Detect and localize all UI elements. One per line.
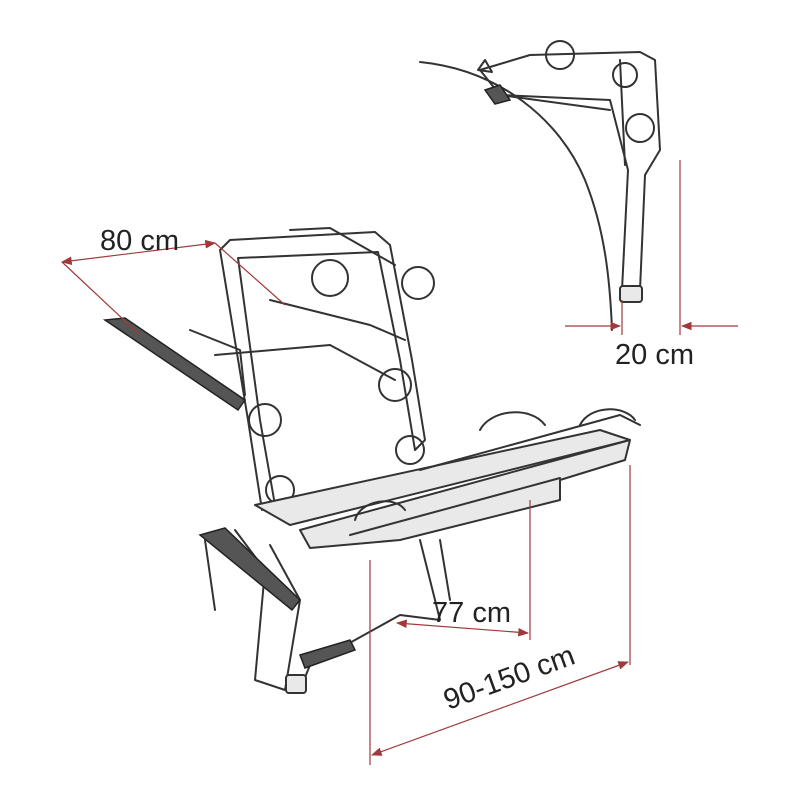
label-20cm: 20 cm [615,339,694,371]
main-view-drawing [102,227,641,694]
side-carrier-frame-icon [479,51,661,301]
side-view-drawing [419,40,661,331]
label-77cm: 77 cm [432,597,511,629]
dimension-80cm: 80 cm [60,225,286,336]
dimension-77cm: 77 cm [395,500,531,640]
carrier-frame-icon [219,231,426,511]
lower-strap-icon [198,527,302,612]
wheel-rail-front-icon [299,439,631,549]
dimension-20cm: 20 cm [565,160,738,371]
upper-strap-icon [102,317,247,412]
label-80cm: 80 cm [100,225,179,257]
car-rear-contour-icon [419,61,613,331]
